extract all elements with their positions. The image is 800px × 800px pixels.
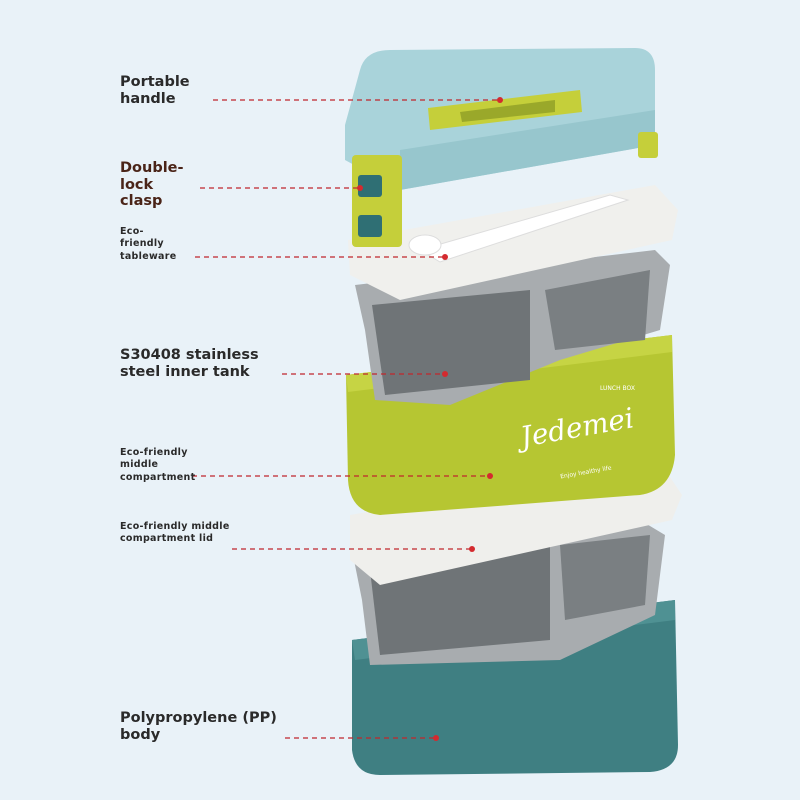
label-steel-tank: S30408 stainless steel inner tank	[120, 347, 259, 380]
leader-dots	[357, 97, 503, 741]
label-portable-handle: Portable handle	[120, 74, 190, 107]
label-middle-compartment-lid: Eco-friendly middle compartment lid	[120, 521, 230, 545]
lock-clasp	[352, 132, 658, 247]
label-pp-body: Polypropylene (PP) body	[120, 710, 277, 743]
tableware-lid	[348, 185, 678, 300]
leader-lines	[192, 99, 498, 739]
label-eco-tableware: Eco-friendly tableware	[120, 226, 177, 262]
label-middle-compartment: Eco-friendly middle compartment	[120, 447, 196, 483]
brand-tag: LUNCH BOX	[600, 385, 635, 392]
handle	[428, 90, 582, 130]
label-double-lock-clasp: Double-lock clasp	[120, 160, 184, 210]
